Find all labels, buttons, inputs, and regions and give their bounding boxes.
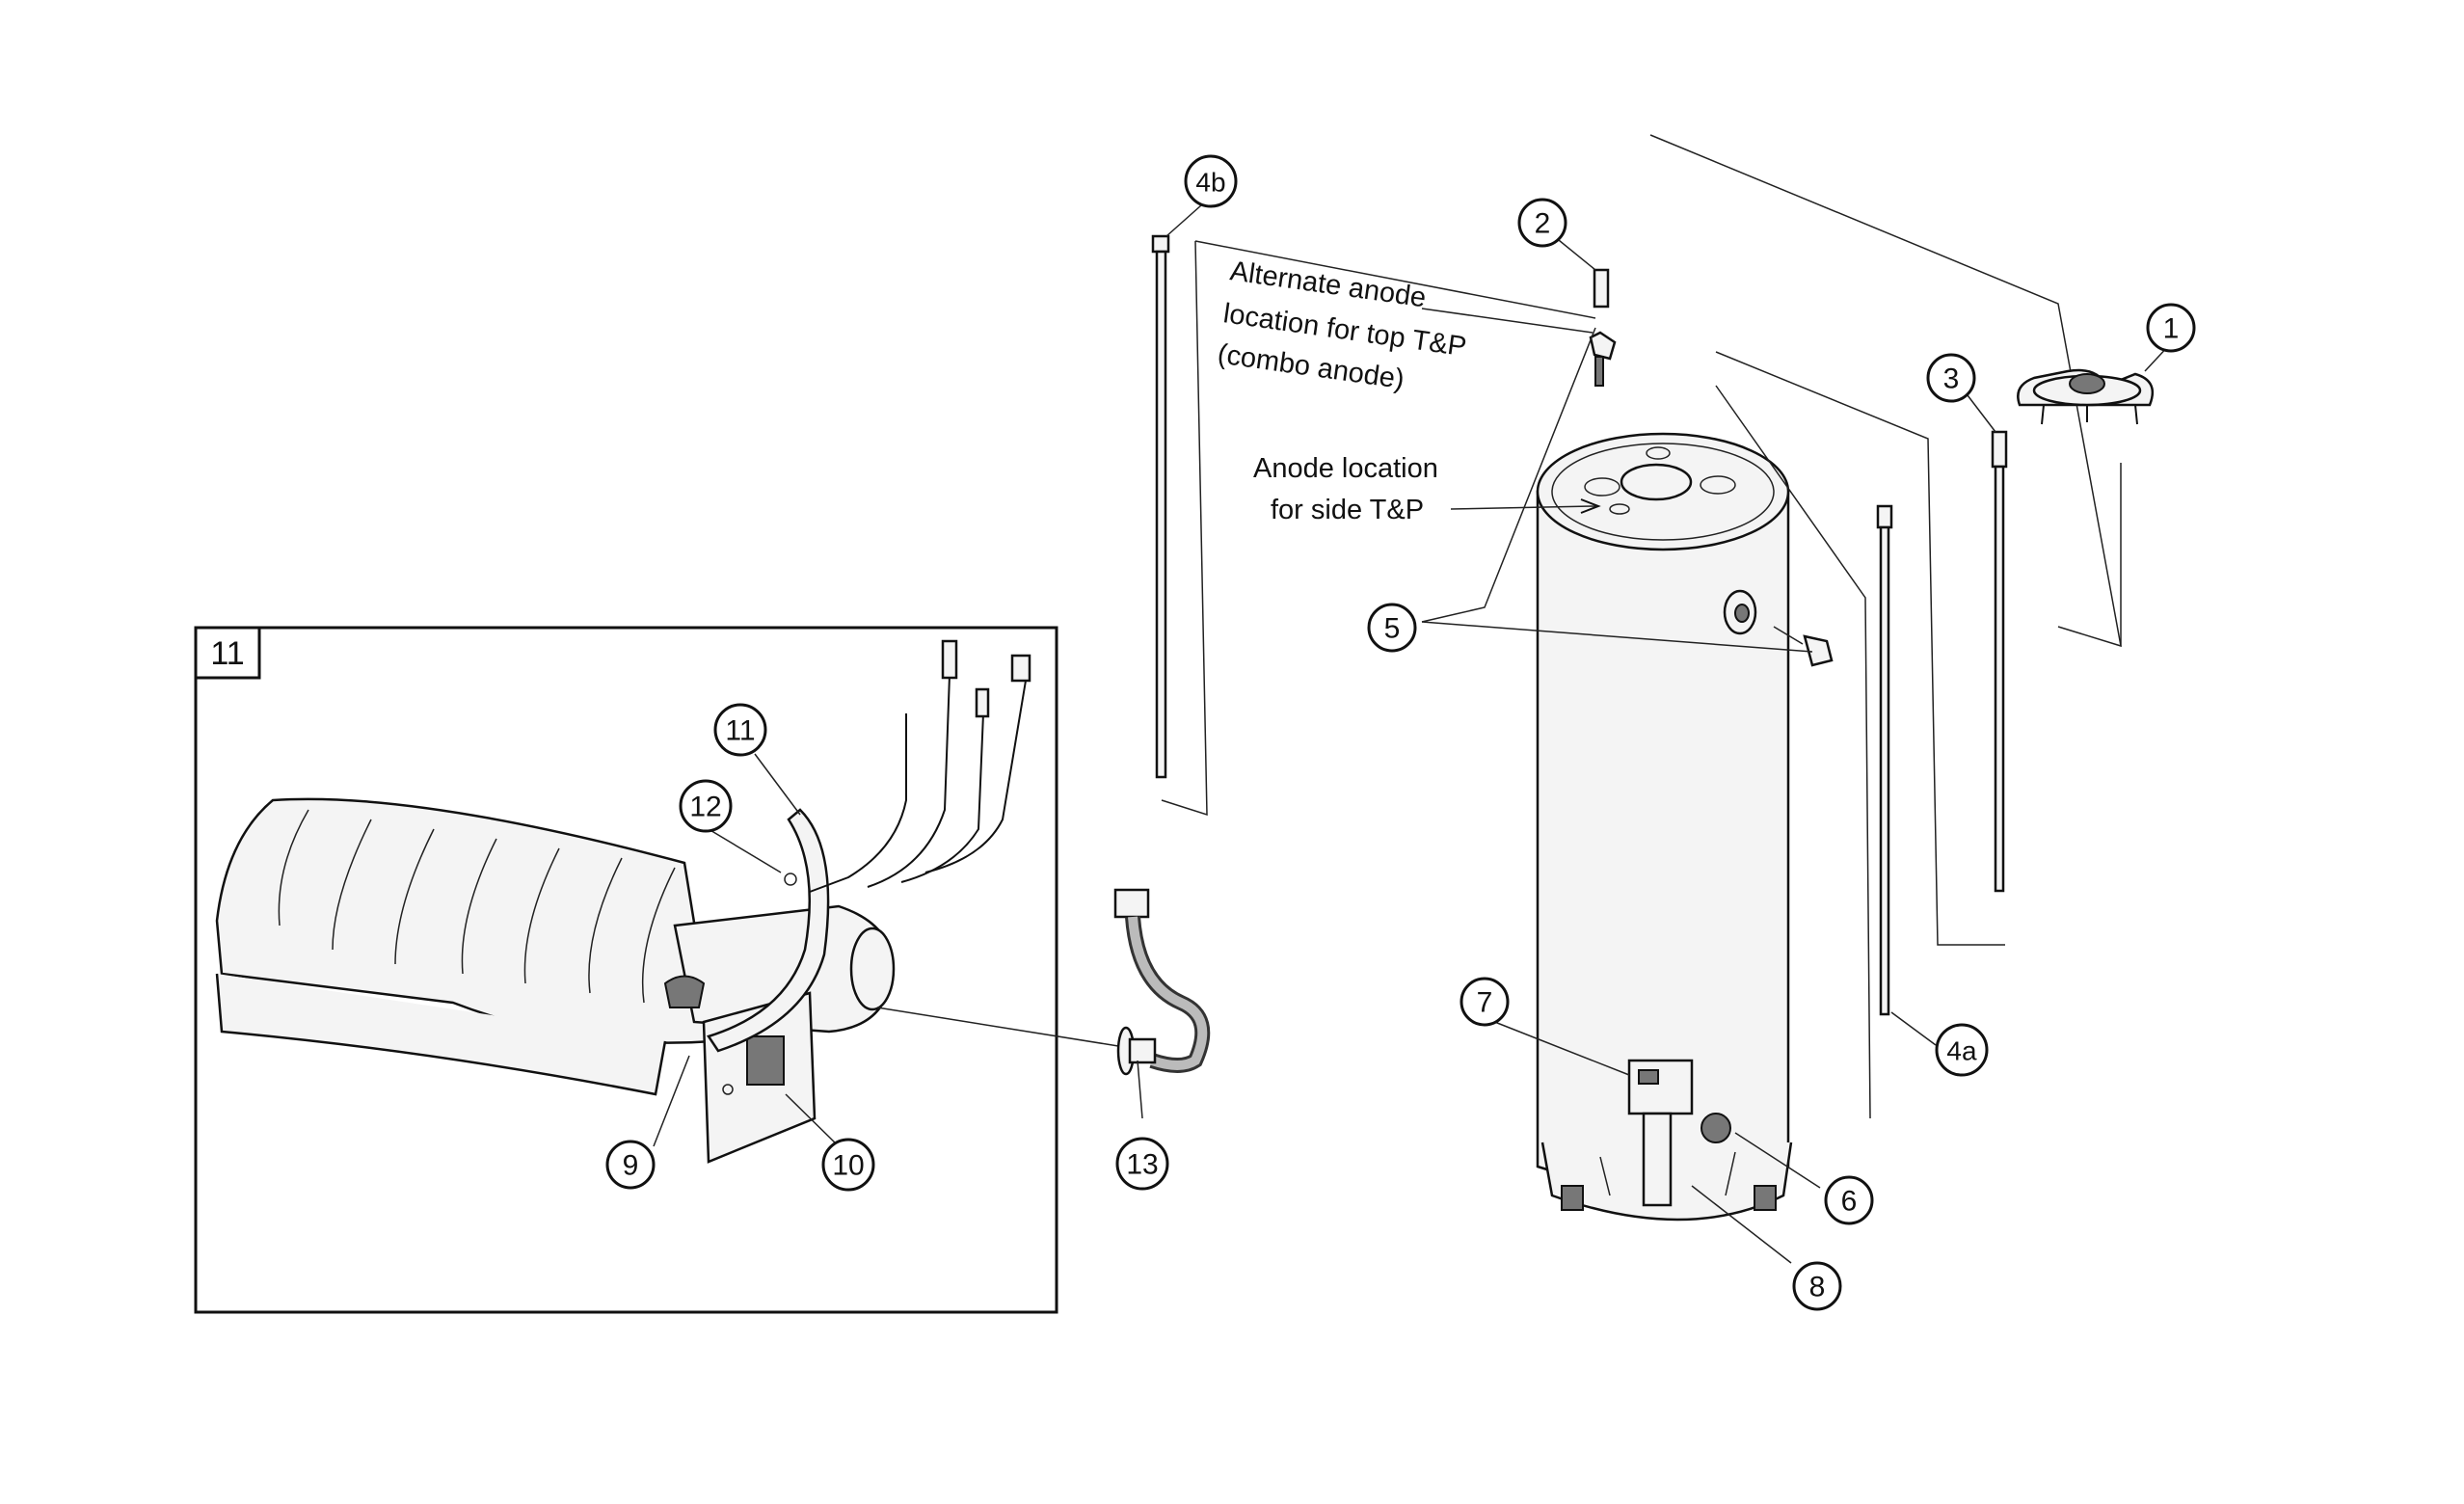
gas-connector-13 (1113, 888, 1211, 1076)
callout-4b: 4b (1184, 154, 1238, 208)
anode-rod-3 (1715, 351, 2008, 946)
callout-10: 10 (821, 1138, 875, 1192)
callout-2: 2 (1517, 198, 1567, 248)
anode-rod-4b (1151, 234, 1596, 817)
inset-label: 11 (210, 635, 244, 672)
callout-13: 13 (1115, 1137, 1169, 1191)
note-line-4: Anode location (1253, 453, 1438, 484)
svg-text:5: 5 (1384, 613, 1401, 645)
svg-text:6: 6 (1841, 1186, 1858, 1218)
svg-text:3: 3 (1943, 363, 1960, 395)
svg-text:7: 7 (1477, 987, 1493, 1019)
draft-hood-part (1649, 134, 2155, 648)
callout-11: 11 (713, 703, 767, 757)
burner-ports (278, 809, 676, 1004)
callout-8: 8 (1792, 1261, 1842, 1311)
combo-anode-part (1589, 268, 1617, 387)
note-side-anode: Anode location for side T&P (1253, 453, 1601, 525)
svg-text:8: 8 (1809, 1272, 1826, 1303)
callout-5: 5 (1367, 603, 1417, 653)
svg-text:13: 13 (1126, 1149, 1158, 1181)
svg-text:4a: 4a (1946, 1036, 1977, 1066)
svg-text:1: 1 (2163, 313, 2180, 345)
callout-3: 3 (1926, 353, 1976, 403)
svg-text:12: 12 (689, 792, 721, 823)
callout-6: 6 (1824, 1175, 1874, 1225)
leader-lines (653, 197, 2172, 1264)
callout-9: 9 (605, 1140, 656, 1190)
svg-text:4b: 4b (1195, 168, 1225, 198)
callout-7: 7 (1460, 977, 1510, 1027)
note-line-5: for side T&P (1271, 495, 1424, 525)
water-heater-tank (1536, 432, 1793, 1222)
svg-text:10: 10 (832, 1150, 864, 1182)
callout-1: 1 (2146, 303, 2196, 353)
note-alternate-anode: Alternate anode location for top T&P (co… (1216, 255, 1594, 395)
svg-text:2: 2 (1535, 208, 1551, 240)
svg-text:9: 9 (623, 1150, 639, 1182)
callout-4a: 4a (1935, 1023, 1989, 1077)
side-anode-5 (1773, 626, 1834, 667)
svg-text:11: 11 (725, 715, 755, 747)
anode-rod-4a (1715, 385, 1893, 1119)
callout-12: 12 (679, 779, 733, 833)
burner-assembly-inset (194, 626, 1119, 1314)
